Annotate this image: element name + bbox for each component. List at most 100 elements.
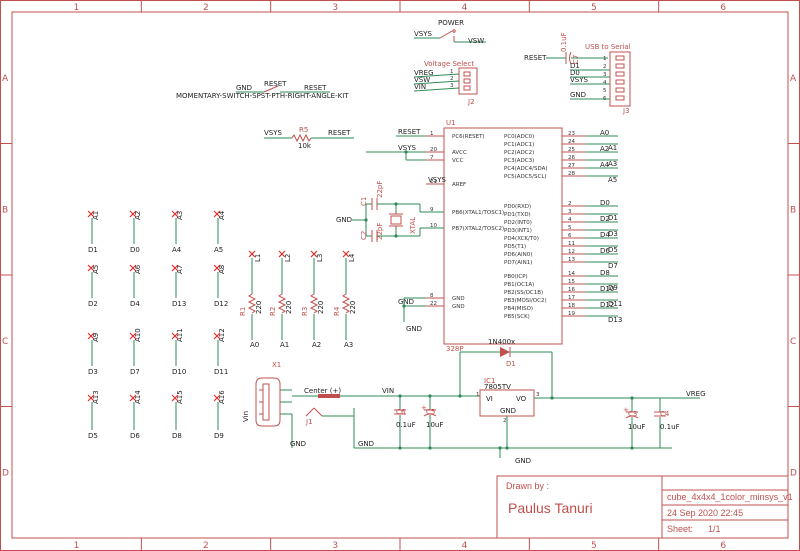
led-col-bottom-9: D7 xyxy=(130,368,140,376)
grid-col-top-6: 6 xyxy=(720,3,726,13)
mcu-pin-num-6: 6 xyxy=(568,233,572,239)
mcu-pin-num-13: 13 xyxy=(568,257,575,263)
mcu-pin-num-12: 12 xyxy=(568,249,575,255)
mcu-pin-num-22: 22 xyxy=(430,301,437,307)
voltage-select-connector: Voltage Select VREG VSW VIN 1 2 3 J2 xyxy=(413,60,478,106)
c7-ref: C7 xyxy=(572,55,580,64)
led-col-bottom-8: D3 xyxy=(88,368,98,376)
r5-pullup: VSYS R5 10k RESET xyxy=(264,126,354,150)
j3-pin-3: 3 xyxy=(603,72,607,78)
mcu-pin-name-26: PC3(ADC3) xyxy=(504,158,534,164)
mcu-pin-num-15: 15 xyxy=(568,279,575,285)
grid-row-left-C: C xyxy=(2,337,8,347)
mcu-pin-name-22: GND xyxy=(452,304,465,310)
mcu-pin-num-7: 7 xyxy=(430,155,434,161)
mcu-pin-num-11: 11 xyxy=(568,241,575,247)
jack-gnd: GND xyxy=(290,440,306,448)
mcu-pin-num-5: 5 xyxy=(568,225,572,231)
cap-value-c5: 10uF xyxy=(426,421,443,429)
led-col-bottom-5: D4 xyxy=(130,300,140,308)
r5-value: 10k xyxy=(298,142,312,150)
mcu-pin-num-9: 9 xyxy=(430,207,434,213)
grid-col-top-1: 1 xyxy=(74,3,80,13)
center-label: Center (+) xyxy=(304,387,341,395)
power-supply: X1 Vin Center (+) J1 GND VIN GND GND 1N4… xyxy=(242,338,706,465)
c1-ref: C1 xyxy=(360,197,368,206)
c7-value: 0.1uF xyxy=(560,32,568,52)
mcu-pin-name-14: PB0(ICP) xyxy=(504,274,528,280)
j2-ref: J2 xyxy=(467,98,475,106)
mcu-net-a2: A2 xyxy=(600,145,609,153)
mcu-pin-num-19: 19 xyxy=(568,311,575,317)
grid-col-top-3: 3 xyxy=(332,3,338,13)
mcu-pin-name-21: AREF xyxy=(452,182,466,188)
led-col-bottom-6: D13 xyxy=(172,300,186,308)
mcu-pin-name-1: PC6(RESET) xyxy=(452,134,485,140)
mcu-pin-num-24: 24 xyxy=(568,139,575,145)
layer-res-ref-r4: R4 xyxy=(333,306,341,316)
author-name: Paulus Tanuri xyxy=(508,500,593,516)
led-col-bottom-12: D5 xyxy=(88,432,98,440)
layer-res-value-r3: 220 xyxy=(317,301,325,314)
mcu-net-20: VSYS xyxy=(398,144,417,152)
grid-row-left-A: A xyxy=(2,74,9,84)
led-col-top-a14: A14 xyxy=(134,390,142,404)
mcu-pin-name-11: PD5(T1) xyxy=(504,244,526,250)
mcu-pin-num-20: 20 xyxy=(430,147,437,153)
mcu-pin-name-5: PD3(INT1) xyxy=(504,228,532,234)
mcu-net-a4: A4 xyxy=(600,161,610,169)
grid-row-right-C: C xyxy=(790,337,796,347)
mcu-net-d8: D8 xyxy=(600,269,610,277)
grid-row-left-D: D xyxy=(2,468,9,478)
led-col-top-a8: A8 xyxy=(218,265,226,274)
led-col-top-a3: A3 xyxy=(176,211,184,220)
layer-led-l2: L2 xyxy=(284,254,292,262)
mcu-pin-num-10: 10 xyxy=(430,223,437,229)
mcu-net-a0: A0 xyxy=(600,129,609,137)
mcu-pin-num-28: 28 xyxy=(568,171,575,177)
j3-pin-4: 4 xyxy=(603,80,607,86)
c2-value: 22pF xyxy=(376,223,384,240)
c2-ref: C2 xyxy=(360,231,368,240)
mcu-net-d2: D2 xyxy=(600,215,610,223)
layer-res-value-r1: 220 xyxy=(255,301,263,314)
j2-net-1: VREG xyxy=(414,69,434,77)
xtal-label: XTAL xyxy=(409,217,417,234)
mcu-pin-name-18: PB4(MISO) xyxy=(504,306,533,312)
svg-text:+: + xyxy=(421,404,427,412)
r5-net-right: RESET xyxy=(328,129,351,137)
mcu-net-d5: D5 xyxy=(608,246,618,254)
j3-pin-2: 2 xyxy=(603,64,607,70)
gnd-bottom-label: GND xyxy=(515,457,531,465)
led-col-top-a10: A10 xyxy=(134,328,142,342)
mcu-pin-name-28: PC5(ADC5/SCL) xyxy=(504,174,547,180)
r5-ref: R5 xyxy=(299,126,308,134)
filename: cube_4x4x4_1color_minsys_v1 xyxy=(667,492,793,502)
mcu-net-a5: A5 xyxy=(608,176,617,184)
mcu-pin-num-16: 16 xyxy=(568,287,575,293)
j2-pin-3: 3 xyxy=(450,83,454,89)
led-col-bottom-7: D12 xyxy=(214,300,228,308)
inner-border xyxy=(11,11,789,539)
mcu-pin-name-9: PB6(XTAL1/TOSC1) xyxy=(452,210,504,216)
power-switch: POWER VSYS VSW xyxy=(414,19,486,45)
drawn-by-label: Drawn by : xyxy=(506,481,549,491)
led-col-top-a12: A12 xyxy=(218,328,226,342)
diode-part: 1N400x xyxy=(488,338,515,346)
mcu-pin-name-6: PD4(XCK/T0) xyxy=(504,236,539,242)
gnd-rail-label: GND xyxy=(358,440,374,448)
led-col-top-a1: A1 xyxy=(92,211,100,220)
mcu-pin-num-3: 3 xyxy=(568,209,572,215)
grid-row-right-A: A xyxy=(790,74,797,84)
mcu-net-21: VSYS xyxy=(428,176,447,184)
led-col-top-a13: A13 xyxy=(92,390,100,404)
layer-res-ref-r1: R1 xyxy=(239,307,247,316)
grid-col-bottom-6: 6 xyxy=(720,541,726,551)
led-col-top-a15: A15 xyxy=(176,390,184,404)
led-col-bottom-14: D8 xyxy=(172,432,182,440)
j3-net-d1: D1 xyxy=(570,62,580,70)
grid-col-bottom-4: 4 xyxy=(462,541,468,551)
mcu-pin-name-10: PB7(XTAL2/TOSC2) xyxy=(452,226,504,232)
